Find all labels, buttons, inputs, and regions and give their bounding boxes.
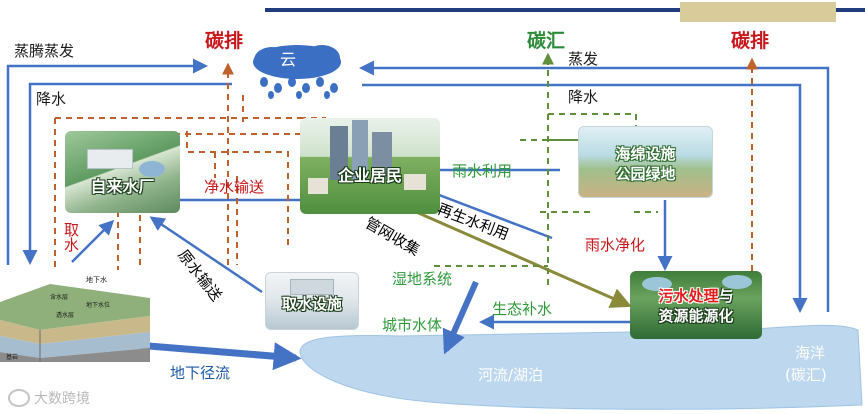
ocean-sink-label: (碳汇) (785, 366, 827, 384)
intake-label: 取水设施 (266, 293, 358, 314)
treatment-red-text: 污水处理 (658, 287, 718, 305)
evaporation-right-label: 蒸发 (568, 50, 598, 68)
treatment-and-text: 与 (719, 287, 734, 305)
sponge-facility-tile: 海绵设施 公园绿地 (578, 126, 713, 198)
sponge-label-line1: 海绵设施 (579, 143, 712, 164)
gw-label-0: 地下水 (86, 276, 107, 284)
carbon-emission-heading-left: 碳排 (205, 26, 243, 53)
gw-label-4: 基岩 (6, 354, 18, 361)
treatment-title-line1: 污水处理与 (630, 285, 762, 306)
watermark-text: 大数跨境 (34, 391, 90, 407)
watermark-logo-icon (8, 389, 30, 407)
precipitation-right-label: 降水 (568, 88, 598, 106)
waterworks-label: 自来水厂 (65, 173, 180, 197)
water-intake-text: 取水 (62, 222, 79, 252)
watermark: 大数跨境 (8, 388, 90, 408)
river-lake-label: 河流/湖泊 (478, 366, 543, 384)
treatment-title-line2: 资源能源化 (630, 305, 762, 326)
carbon-sink-heading: 碳汇 (527, 26, 565, 53)
waterworks-building (87, 149, 133, 169)
wetland-system-label: 湿地系统 (392, 270, 452, 288)
precipitation-left-label: 降水 (36, 90, 66, 108)
rainwater-purification-label: 雨水净化 (585, 236, 645, 254)
residents-tile: 企业居民 (300, 118, 440, 214)
cloud-label: 云 (280, 51, 296, 69)
sponge-label-line2: 公园绿地 (579, 163, 712, 184)
gw-label-3: 透水层 (56, 312, 74, 319)
carbon-emission-heading-right: 碳排 (731, 26, 769, 53)
ecological-replenishment-label: 生态补水 (492, 300, 552, 318)
gw-label-1: 含水层 (50, 294, 68, 301)
urban-water-body-label: 城市水体 (382, 316, 442, 334)
residents-label: 企业居民 (300, 162, 440, 186)
intake-facility-tile: 取水设施 (265, 272, 359, 330)
groundwater-block: 地下水 含水层 地下水位 透水层 基岩 (0, 272, 150, 362)
treatment-tile: 污水处理与 资源能源化 (630, 271, 762, 339)
groundwater-runoff-label: 地下径流 (170, 364, 230, 382)
ocean-label: 海洋 (795, 344, 825, 362)
pipe-collection-arrow (398, 204, 628, 305)
evaporation-left-label: 蒸腾蒸发 (14, 42, 74, 60)
rainwater-use-label: 雨水利用 (452, 162, 512, 180)
cloud-icon (242, 42, 352, 102)
cloud: 云 (242, 42, 352, 102)
water-intake-label: 取水 (62, 222, 78, 256)
groundwater-strata-icon (0, 272, 150, 362)
clean-water-delivery-label: 净水输送 (204, 178, 264, 196)
gw-label-2: 地下水位 (86, 302, 110, 309)
waterworks-tile: 自来水厂 (65, 131, 180, 213)
